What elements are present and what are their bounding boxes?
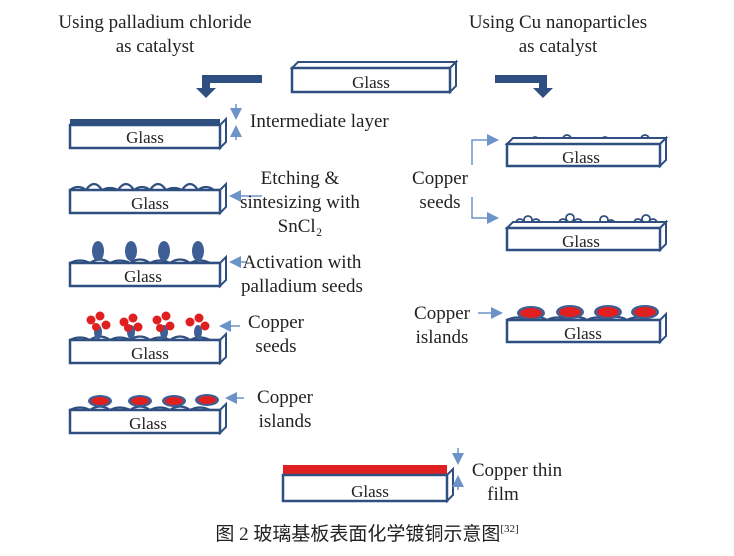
label-activation-1: Activation with — [243, 252, 362, 273]
left-step-intermediate-layer: Glass — [68, 116, 227, 151]
label-right-copper-seeds-1: Copper — [412, 168, 469, 189]
caption-reference: [32] — [500, 523, 518, 535]
caption-text: 图 2 玻璃基板表面化学镀铜示意图 — [215, 523, 500, 545]
label-intermediate-layer: Intermediate layer — [250, 111, 389, 132]
label-right-copper-islands-2: islands — [416, 327, 469, 348]
glass-label: Glass — [129, 414, 167, 433]
right-seeds-bracket-arrows — [471, 134, 499, 224]
right-step-copper-seeds-1: Glass — [504, 134, 669, 169]
left-title-line-1: Using palladium chloride — [58, 12, 251, 33]
glass-label: Glass — [351, 482, 389, 501]
label-copper-thin-film-1: Copper thin — [472, 460, 563, 481]
glass-label: Glass — [562, 148, 600, 167]
glass-label: Glass — [352, 73, 390, 92]
label-etching-1: Etching & — [261, 168, 340, 189]
glass-label: Glass — [126, 128, 164, 147]
label-right-copper-seeds-2: seeds — [419, 192, 460, 213]
label-copper-thin-film-2: film — [487, 484, 519, 505]
label-right-copper-islands-1: Copper — [414, 303, 471, 324]
right-step-copper-islands: Glass — [505, 305, 667, 345]
right-title-line-1: Using Cu nanoparticles — [469, 12, 647, 33]
glass-label: Glass — [564, 324, 602, 343]
left-step-etching: Glass — [68, 181, 227, 216]
left-title-line-2: as catalyst — [116, 36, 195, 57]
glass-label: Glass — [131, 194, 169, 213]
label-activation-2: palladium seeds — [241, 276, 363, 297]
glass-label: Glass — [131, 344, 169, 363]
right-step-copper-seeds-2: Glass — [504, 213, 669, 253]
glass-label: Glass — [124, 267, 162, 286]
label-etching-3: SnCl₂ — [278, 216, 323, 237]
right-title-line-2: as catalyst — [519, 36, 598, 57]
left-branch-arrow — [196, 75, 262, 98]
top-glass-slab: Glass — [289, 59, 459, 95]
label-left-copper-seeds-1: Copper — [248, 312, 305, 333]
glass-label: Glass — [562, 232, 600, 251]
left-step-copper-islands: Glass — [68, 394, 227, 436]
left-step-copper-seeds: Glass — [68, 311, 227, 366]
label-left-copper-seeds-2: seeds — [255, 336, 296, 357]
figure-caption: 图 2 玻璃基板表面化学镀铜示意图[32] — [215, 523, 518, 545]
right-branch-arrow — [495, 75, 553, 98]
bottom-copper-thin-film: Glass — [281, 465, 454, 504]
label-left-copper-islands-2: islands — [259, 411, 312, 432]
label-left-copper-islands-1: Copper — [257, 387, 314, 408]
label-etching-2: sintesizing with — [240, 192, 360, 213]
left-step-activation: Glass — [68, 241, 227, 289]
